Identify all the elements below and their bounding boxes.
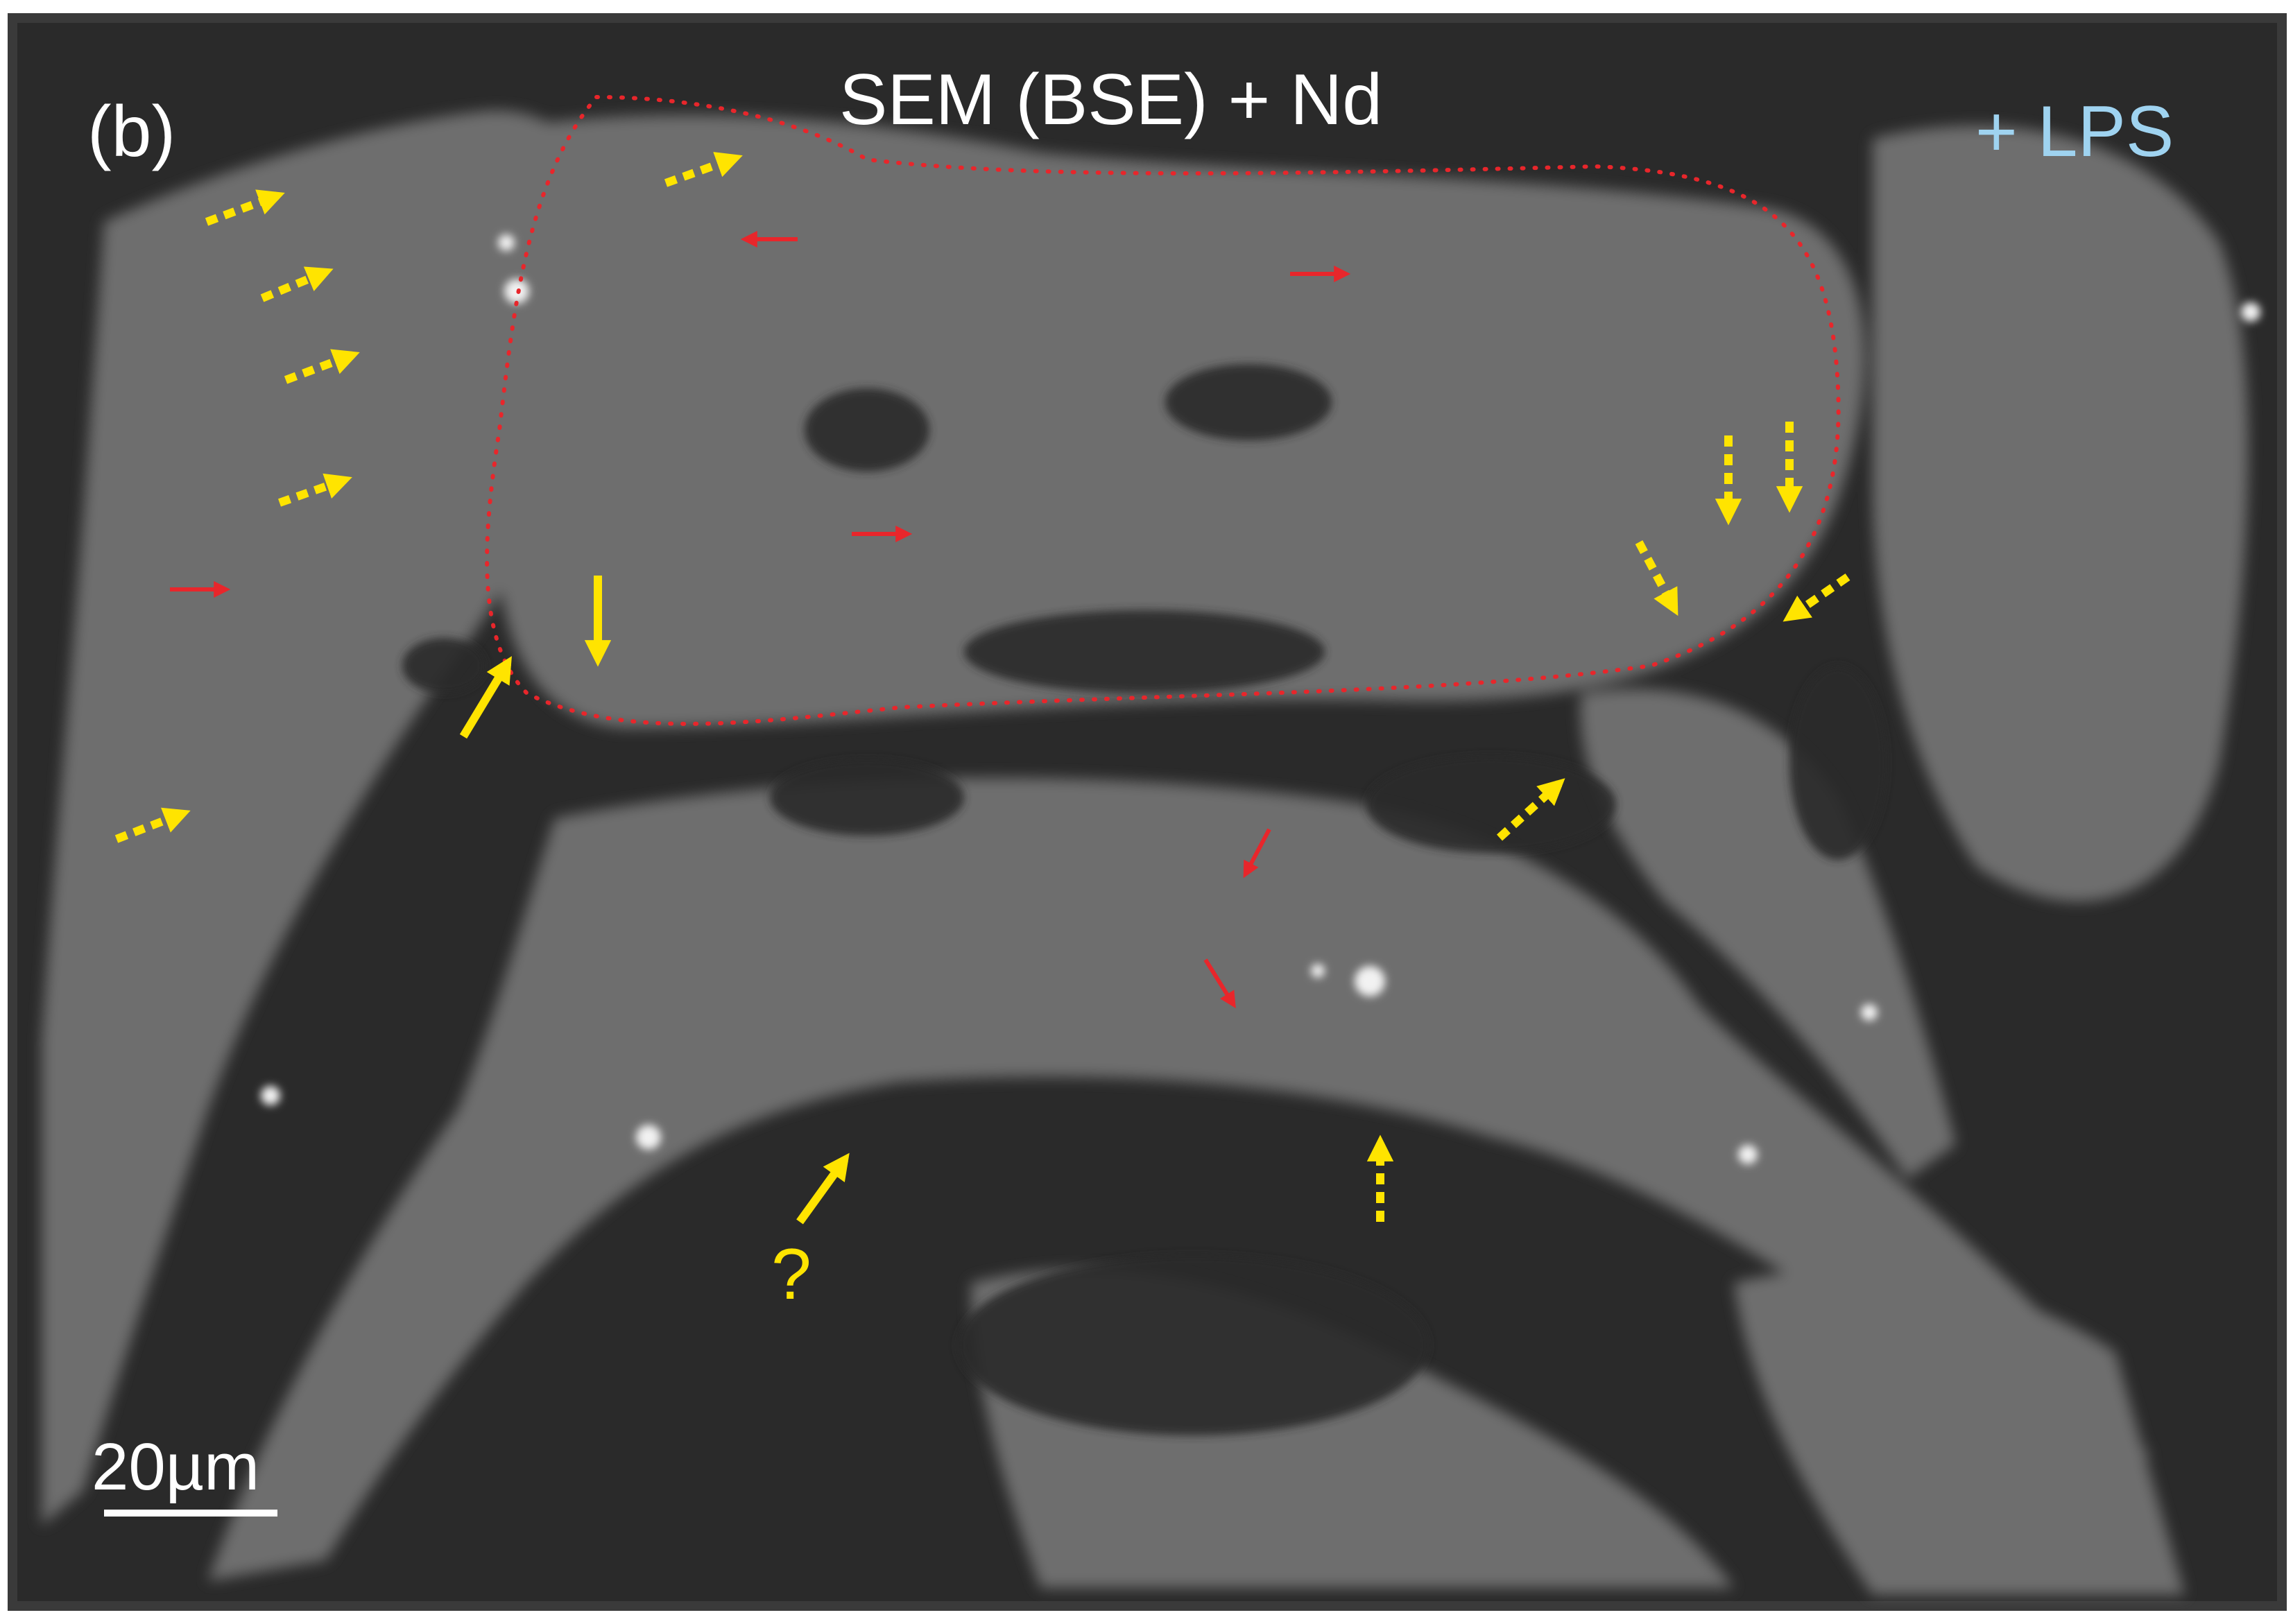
red-arrows — [170, 231, 1351, 1009]
bright-granules — [261, 234, 2260, 1164]
question-mark-label: ? — [771, 1234, 811, 1315]
panel-label: (b) — [87, 92, 176, 172]
scale-bar-label: 20µm — [92, 1430, 260, 1504]
condition-label: + LPS — [1975, 92, 2174, 172]
region-outline — [485, 94, 1841, 726]
dashed-arrows — [114, 152, 1850, 1222]
solid-arrows — [459, 576, 850, 1225]
holes — [402, 364, 1887, 1435]
figure-title: SEM (BSE) + Nd — [839, 60, 1383, 140]
